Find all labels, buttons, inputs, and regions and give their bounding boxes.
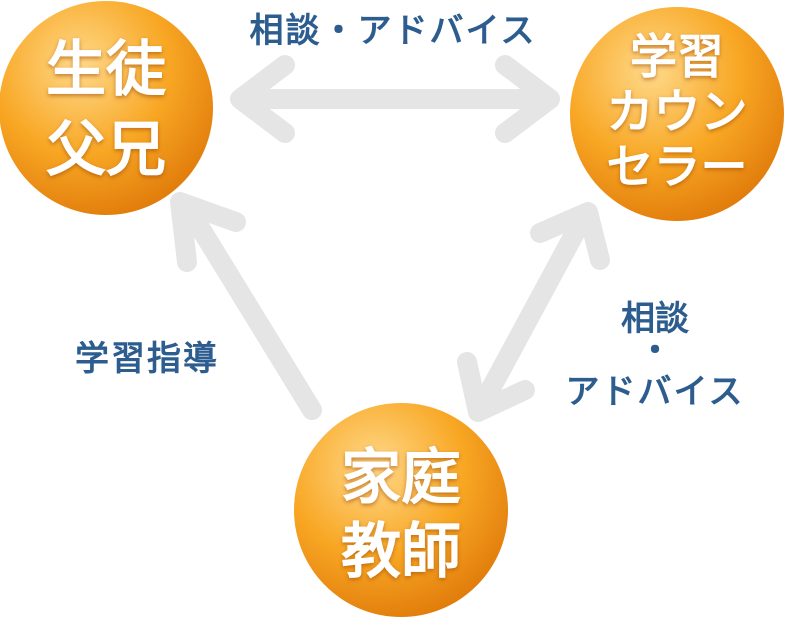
tutor-line1: 家庭: [341, 443, 461, 513]
student-parent-line2: 父兄: [46, 115, 166, 185]
label-left: 学習指導: [75, 339, 219, 379]
label-right-line2: ・: [638, 331, 672, 371]
label-right-line1: 相談: [621, 299, 690, 339]
arrow-student-counselor: [230, 55, 560, 143]
counselor-line3: セラー: [607, 140, 748, 195]
tutor-circle: [294, 403, 508, 617]
counselor-line1: 学習: [630, 30, 724, 85]
labels: 相談・アドバイス 学習指導 相談 ・ アドバイス: [75, 11, 745, 412]
arrow-counselor-tutor: [457, 202, 610, 422]
node-tutor: 家庭 教師: [294, 403, 508, 617]
student-parent-circle: [0, 1, 213, 215]
label-top: 相談・アドバイス: [250, 11, 537, 51]
label-right-line3: アドバイス: [566, 372, 745, 412]
arrow-tutor-student: [170, 192, 322, 420]
node-counselor: 学習 カウン セラー: [570, 7, 784, 221]
student-parent-line1: 生徒: [46, 35, 167, 105]
counselor-circle: [570, 7, 784, 221]
arrows: [170, 55, 610, 422]
counselor-line2: カウン: [607, 85, 748, 140]
tutor-line2: 教師: [341, 517, 461, 587]
node-student-parent: 生徒 父兄: [0, 1, 213, 215]
